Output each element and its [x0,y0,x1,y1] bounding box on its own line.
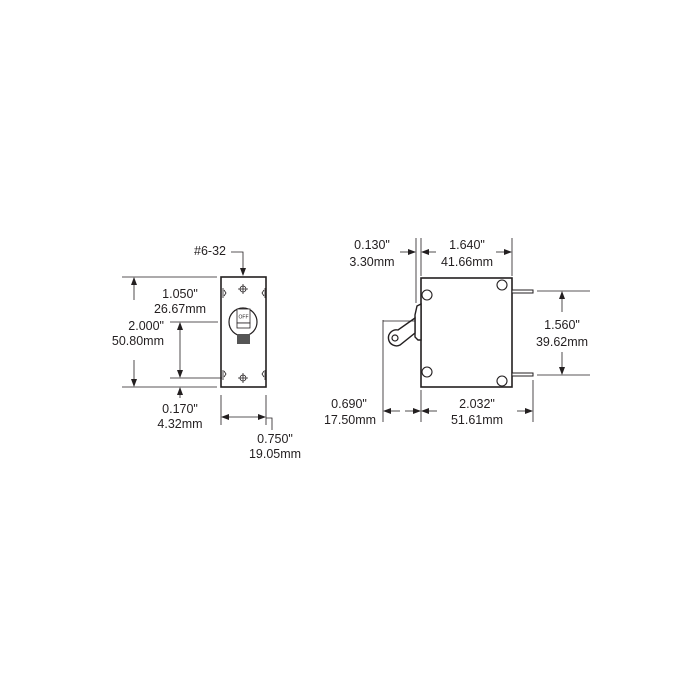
extension-lines [415,238,513,303]
extension-lines [122,276,217,388]
breaker-body-front [220,276,267,388]
toggle-lever [387,316,416,347]
dim-height-mm: 50.80mm [112,334,164,348]
dim-screw-offset-inch: 0.170" [162,402,198,416]
dim-screw-offset-mm: 4.32mm [157,417,202,431]
dim-height-inch: 2.000" [128,319,164,333]
mounting-hole [421,289,433,301]
dim-width-inch: 0.750" [257,432,293,446]
front-view: OFF #6-32 2.000" 50.80mm 1.050" 26.67mm … [112,244,301,461]
mounting-hole [496,279,508,291]
extension-lines [537,290,590,376]
dim-screw-spacing-inch: 1.050" [162,287,198,301]
dim-terminal-spacing-mm: 39.62mm [536,335,588,349]
screw-icon [238,284,248,294]
dim-body-depth-mm: 41.66mm [441,255,493,269]
terminal [511,372,534,377]
side-view: 0.130" 3.30mm 1.640" 41.66mm 1.560" 39.6… [324,238,590,427]
screw-icon [238,373,248,383]
toggle-base [237,334,250,344]
toggle-label: OFF [239,315,249,321]
dim-overall-depth-inch: 2.032" [459,397,495,411]
mounting-hole [496,375,508,387]
toggle-neck [236,322,251,329]
dim-overall-depth-mm: 51.61mm [451,413,503,427]
dim-screw-spacing-mm: 26.67mm [154,302,206,316]
callout-leader [231,251,246,276]
dim-toggle-projection-inch: 0.690" [331,397,367,411]
mounting-hole [421,366,433,378]
screw-callout: #6-32 [194,244,226,258]
extension-lines [170,321,222,379]
faceplate [414,302,422,341]
breaker-body-side [420,277,513,388]
dim-width-mm: 19.05mm [249,447,301,461]
dim-faceplate-mm: 3.30mm [349,255,394,269]
dim-faceplate-inch: 0.130" [354,238,390,252]
terminal [511,289,534,294]
extension-lines [382,320,534,422]
dim-terminal-spacing-inch: 1.560" [544,318,580,332]
dim-body-depth-inch: 1.640" [449,238,485,252]
extension-lines [220,395,273,430]
mounting-clips [222,288,266,380]
dim-toggle-projection-mm: 17.50mm [324,413,376,427]
lever-pivot [391,334,399,342]
